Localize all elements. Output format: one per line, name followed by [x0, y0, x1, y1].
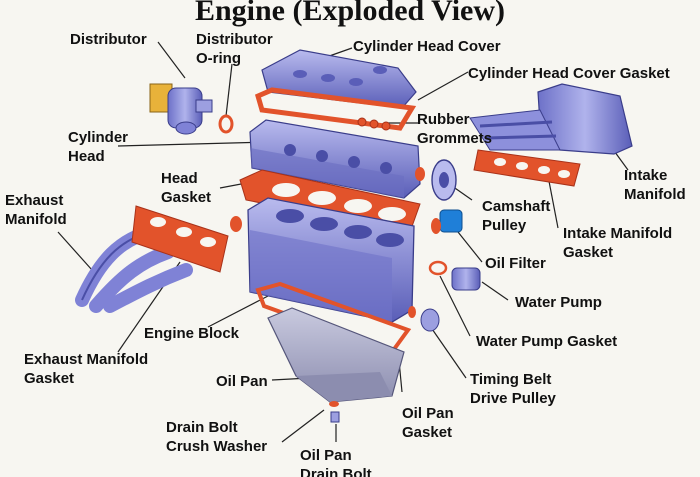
diagram-title: Engine (Exploded View)	[194, 0, 506, 27]
leader-cylinder-head-cover-gasket	[417, 71, 469, 101]
label-camshaft-pulley: Camshaft Pulley	[482, 198, 551, 234]
label-distributor: Distributor	[70, 31, 147, 48]
distributor-oring-part	[218, 114, 234, 134]
leader-intake-manifold-gasket	[547, 175, 559, 229]
label-engine-block: Engine Block	[144, 325, 240, 342]
leader-engine-block	[207, 295, 269, 328]
label-oil-filter: Oil Filter	[485, 255, 546, 272]
label-exhaust-manifold: Exhaust Manifold	[5, 192, 67, 228]
label-head-gasket: Head Gasket	[161, 170, 212, 206]
leader-lines	[57, 41, 629, 443]
drain-bolt-crush-washer-part	[329, 401, 339, 407]
leader-timing-belt-drive-pulley	[429, 325, 467, 379]
label-rubber-grommets: Rubber Grommets	[417, 111, 493, 147]
label-drain-bolt-crush-washer: Drain Bolt Crush Washer	[166, 419, 268, 455]
cylinder-head-part	[249, 119, 421, 199]
head-gasket-part	[239, 169, 421, 233]
engine-block-part	[247, 197, 415, 323]
leader-oil-filter	[457, 231, 483, 263]
leader-water-pump-gasket	[439, 275, 471, 337]
leader-water-pump	[481, 281, 509, 301]
oil-pan-drain-bolt-part	[330, 411, 340, 423]
cam-seal-part	[415, 167, 425, 181]
label-water-pump-gasket: Water Pump Gasket	[476, 333, 618, 350]
label-intake-manifold: Intake Manifold	[624, 167, 686, 203]
leader-drain-bolt-crush-washer	[281, 409, 325, 443]
label-distributor-oring: Distributor O-ring	[196, 31, 273, 67]
leader-cylinder-head	[117, 141, 269, 147]
intake-manifold-gasket-part	[473, 149, 581, 187]
label-cylinder-head-cover-gasket: Cylinder Head Cover Gasket	[468, 65, 670, 82]
timing-belt-drive-pulley-part	[408, 306, 440, 332]
camshaft-pulley-part	[431, 159, 457, 201]
intake-manifold-part	[469, 83, 633, 155]
label-oil-pan-drain-bolt: Oil Pan Drain Bolt	[300, 447, 372, 477]
label-cylinder-head: Cylinder Head	[68, 129, 129, 165]
leader-distributor	[157, 41, 186, 79]
rubber-grommets-part	[357, 117, 391, 131]
cylinder-head-cover-gasket-part	[254, 87, 417, 131]
leader-distributor-oring	[225, 63, 233, 117]
oil-pan-part	[267, 307, 405, 403]
label-cylinder-head-cover: Cylinder Head Cover	[353, 38, 501, 55]
label-exhaust-manifold-gasket: Exhaust Manifold Gasket	[24, 351, 149, 387]
label-water-pump: Water Pump	[515, 294, 602, 311]
label-oil-pan: Oil Pan	[216, 373, 268, 390]
oil-filter-part	[431, 209, 463, 234]
label-oil-pan-gasket: Oil Pan Gasket	[402, 405, 454, 441]
leader-exhaust-manifold	[57, 231, 93, 271]
oil-pan-gasket-part	[255, 281, 412, 355]
label-intake-manifold-gasket: Intake Manifold Gasket	[563, 225, 673, 261]
exhaust-manifold-gasket-part	[131, 205, 229, 273]
water-pump-part	[428, 260, 481, 291]
distributor-part	[149, 83, 213, 135]
label-timing-belt-drive-pulley: Timing Belt Drive Pulley	[470, 371, 556, 407]
block-plug-part	[230, 216, 242, 232]
